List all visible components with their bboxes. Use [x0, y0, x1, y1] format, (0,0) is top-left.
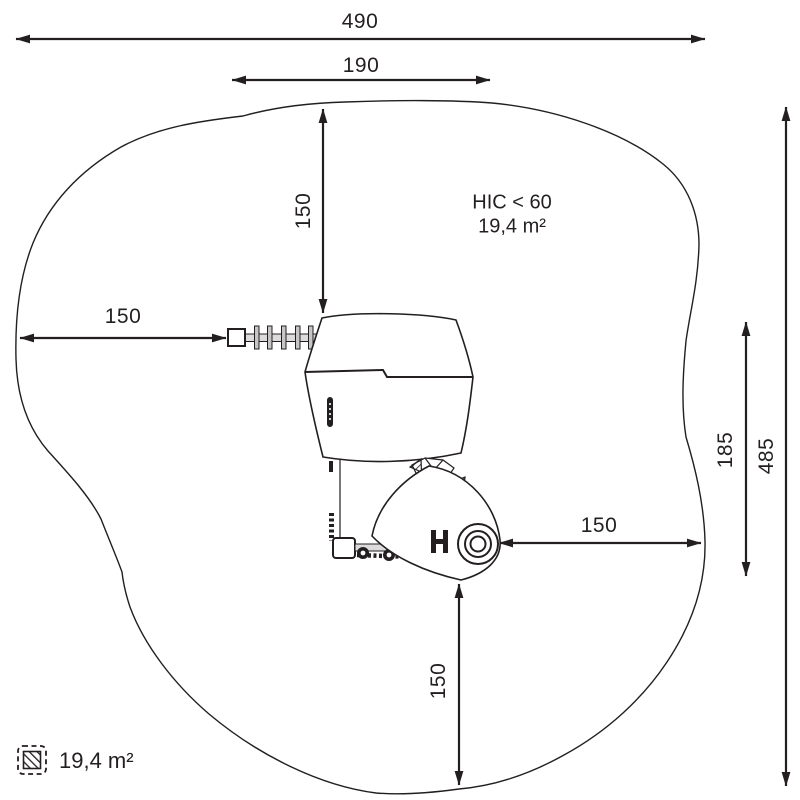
dim-label-total-width: 490: [341, 10, 379, 33]
hatched-area-icon: [17, 745, 47, 775]
hic-value-note: HIC < 60: [472, 191, 552, 214]
dimension-arrows: [15, 34, 791, 787]
safety-zone-outline: [15, 99, 706, 795]
area-value-note: 19,4 m²: [478, 215, 546, 238]
dim-label-inner-height: 185: [714, 431, 737, 469]
slide-rung-mark: [431, 530, 448, 553]
dim-label-left-offset: 150: [104, 305, 142, 328]
wheel-detail: [357, 547, 395, 561]
playhouse-roof: [304, 312, 474, 463]
play-structure: [227, 312, 501, 581]
roof-vent-detail: [327, 397, 333, 427]
legend-area-label: 19,4 m²: [59, 748, 134, 773]
dim-label-right-offset: 150: [580, 514, 618, 537]
climbing-beam: [227, 325, 319, 350]
dim-label-upper-width: 190: [342, 54, 380, 77]
spinner: [457, 523, 499, 565]
dim-label-total-height: 485: [755, 437, 778, 475]
dim-label-top-offset: 150: [292, 192, 315, 230]
dim-label-bottom-offset: 150: [427, 662, 450, 700]
